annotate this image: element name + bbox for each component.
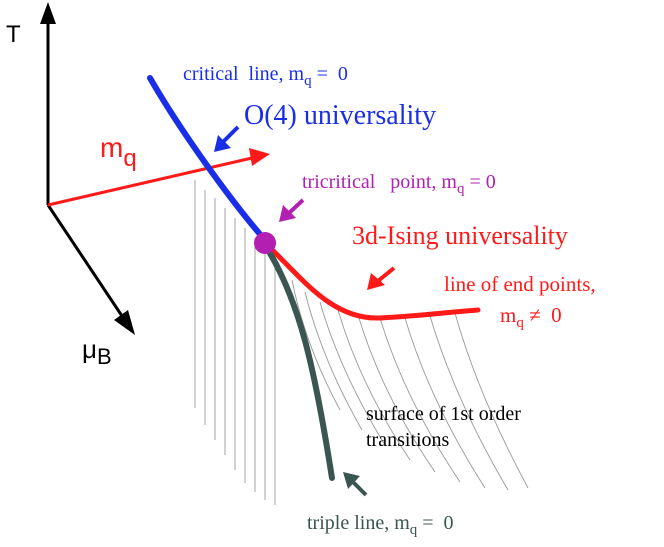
tricritical-point [254,232,276,254]
ising-arrow [376,266,396,283]
mq-axis-arrowhead [249,148,270,166]
critical-line-label: critical line, mq = 0 [183,63,348,89]
triple-arrow [351,480,368,497]
ising-label: 3d-Ising universality [352,221,568,250]
tricritical-arrow [287,198,305,215]
o4-arrowhead [214,135,231,152]
mub-axis-label: μB [82,334,112,369]
surface-curve-lines [291,279,529,491]
mub-axis [46,204,128,323]
mq-axis [47,156,253,207]
t-axis-label: T [6,21,21,48]
tricritical-arrowhead [279,205,296,222]
end-points-label-line1: line of end points, [444,272,596,296]
t-axis-arrowhead [40,2,56,24]
o4-arrow [220,125,240,145]
critical-line [147,75,268,243]
o4-label: O(4) universality [244,100,436,131]
triple-arrowhead [343,472,360,489]
mub-axis-arrowhead [114,310,135,335]
surface-vertical-lines [194,180,276,505]
surface-label-line2: transitions [366,429,450,451]
ising-line [262,240,481,321]
triple-line [262,242,335,481]
pointer-arrows [214,125,396,497]
mq-axis-label: mq [100,132,137,172]
end-points-label-line2: mq ≠ 0 [500,303,562,331]
axes [40,2,270,335]
surface-label-line1: surface of 1st order [366,403,521,425]
triple-line-label: triple line, mq = 0 [307,512,454,538]
tricritical-label: tricritical point, mq = 0 [302,171,496,197]
ising-arrowhead [367,273,385,290]
